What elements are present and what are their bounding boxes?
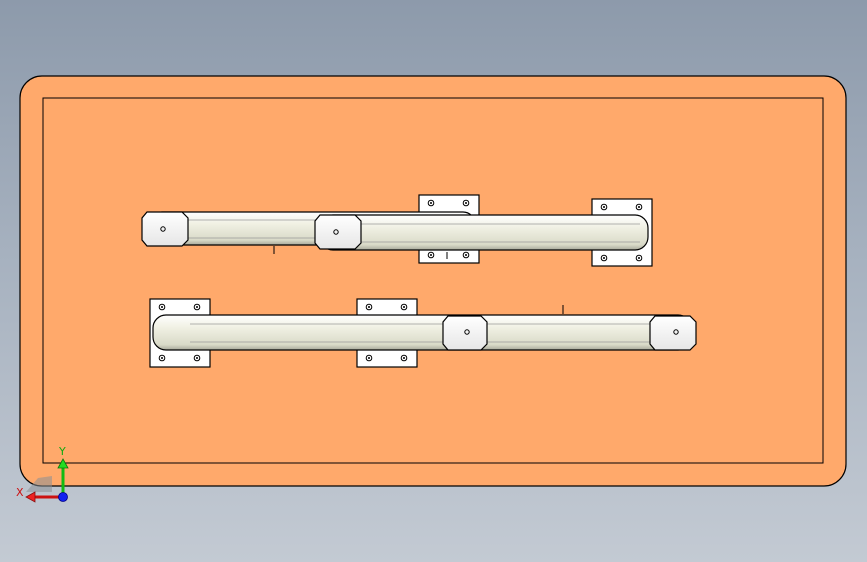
axis-x-label: X (16, 486, 24, 499)
carriage-block (649, 315, 697, 351)
base-plate[interactable] (19, 75, 847, 487)
rail-body (319, 214, 649, 251)
linear-rail-top-right[interactable] (314, 198, 653, 267)
rail-body (152, 314, 692, 351)
base-plate-inner-edge (42, 97, 824, 464)
axis-triad-icon (25, 458, 69, 503)
linear-rail-bottom[interactable] (149, 298, 697, 368)
axis-y-label: Y (58, 445, 66, 458)
